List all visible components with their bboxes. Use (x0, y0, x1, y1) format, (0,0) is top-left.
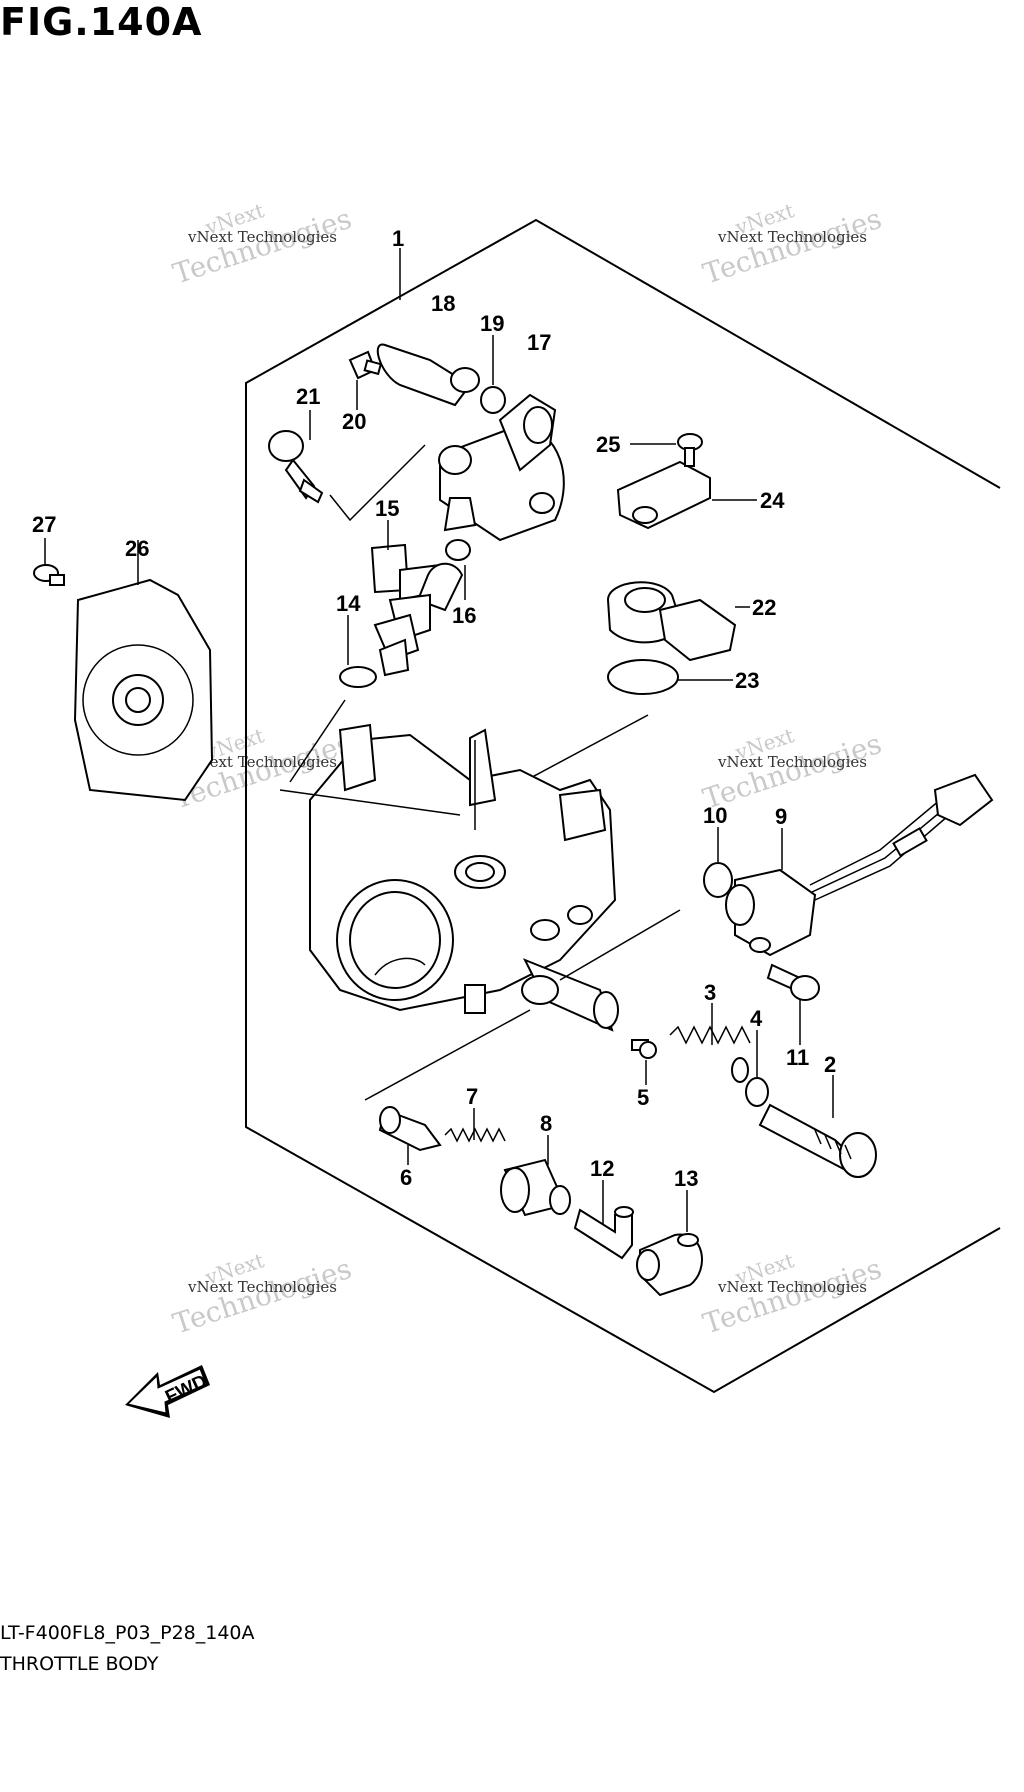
leader-body-idle (364, 1009, 531, 1101)
callout-9: 9 (775, 804, 787, 829)
callout-8: 8 (540, 1111, 552, 1136)
callout-20: 20 (342, 409, 366, 434)
callout-23: 23 (735, 668, 759, 693)
leader-body-tps (559, 909, 681, 981)
callout-13: 13 (674, 1166, 698, 1191)
part-code: LT-F400FL8_P03_P28_140A (0, 1622, 255, 1644)
callout-17: 17 (527, 330, 551, 355)
o-ring-4 (745, 1077, 769, 1107)
callout-14: 14 (336, 591, 361, 616)
bracket-24 (616, 460, 711, 530)
part-title: THROTTLE BODY (0, 1653, 159, 1675)
callout-10: 10 (703, 803, 727, 828)
sensor-9 (725, 773, 994, 957)
callout-18: 18 (431, 291, 455, 316)
bolt-11 (766, 963, 820, 1001)
callout-2: 2 (824, 1052, 836, 1077)
callout-19: 19 (480, 311, 504, 336)
screw-20 (348, 350, 382, 380)
screw-2 (758, 1103, 877, 1178)
watermark-caption-bottom-left: vNext Technologies (187, 1278, 337, 1296)
fuel-delivery-pipe (376, 343, 565, 542)
leader-21-to-rail (329, 444, 426, 522)
callout-3: 3 (704, 980, 716, 1005)
fuel-injector-15 (370, 543, 464, 677)
callout-27: 27 (32, 512, 56, 537)
watermark-caption-top-right: vNext Technologies (717, 228, 867, 246)
callout-1: 1 (392, 226, 404, 251)
watermark-caption-bottom-right: vNext Technologies (717, 1278, 867, 1296)
callout-21: 21 (296, 384, 320, 409)
o-ring-14 (339, 666, 377, 688)
screw-25 (677, 433, 703, 467)
callout-26: 26 (125, 536, 149, 561)
forward-arrow-icon: FWD (125, 1365, 210, 1418)
fitting-8 (500, 1158, 571, 1217)
callout-22: 22 (752, 595, 776, 620)
leader-14-to-body (289, 699, 346, 783)
watermark-caption-mid-right: vNext Technologies (717, 753, 867, 771)
callout-6: 6 (400, 1165, 412, 1190)
callout-25: 25 (596, 432, 620, 457)
sensor-22 (606, 581, 737, 662)
watermark-caption-top-left: vNext Technologies (187, 228, 337, 246)
throttle-body (309, 723, 619, 1032)
o-ring-23 (607, 659, 679, 695)
o-ring-10 (703, 862, 733, 898)
screw-5 (631, 1039, 657, 1059)
callout-24: 24 (760, 488, 785, 513)
elbow-13 (636, 1233, 703, 1297)
spring-3 (669, 1025, 751, 1083)
figure-title: FIG.140A (0, 0, 203, 44)
plunger-6 (378, 1106, 442, 1152)
callout-7: 7 (466, 1084, 478, 1109)
hose-12 (573, 1206, 634, 1260)
callout-16: 16 (452, 603, 476, 628)
callout-11: 11 (786, 1045, 809, 1070)
bolt-21 (268, 430, 324, 504)
screw-27 (33, 564, 65, 586)
callout-12: 12 (590, 1156, 614, 1181)
callout-4: 4 (750, 1006, 763, 1031)
o-ring-16 (445, 539, 471, 561)
cover-26 (73, 578, 214, 802)
callout-15: 15 (375, 496, 399, 521)
assembly-outline (245, 218, 1001, 1394)
o-ring-19 (480, 386, 506, 414)
leader-body-injector (279, 789, 461, 816)
callout-5: 5 (637, 1085, 649, 1110)
spring-7 (444, 1127, 506, 1143)
